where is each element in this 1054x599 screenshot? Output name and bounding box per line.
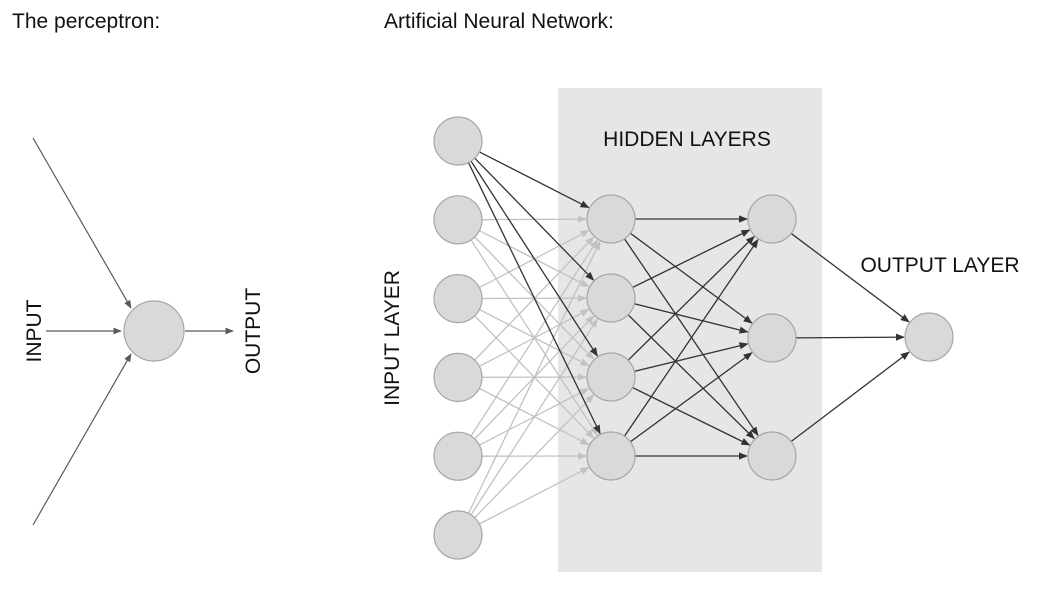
edge-l1-0-1 (629, 232, 753, 324)
edge-l0-5-2 (474, 394, 595, 519)
perceptron-edges (32, 137, 234, 526)
input-node-5 (433, 510, 483, 560)
edge-l0-5-1 (470, 318, 598, 516)
edge-l1-1-0 (632, 229, 751, 289)
edge-l2-2-0 (790, 351, 910, 443)
edge-l1-2-0 (627, 235, 755, 361)
edge-l0-0-0 (479, 151, 590, 209)
edge-l0-5-0 (467, 240, 601, 514)
perceptron-edge-top (32, 137, 132, 309)
perceptron-input-label: INPUT (23, 299, 46, 362)
output-node-0 (904, 312, 954, 362)
edge-l0-5-3 (479, 466, 590, 525)
input-node-0 (433, 116, 483, 166)
hidden1-node-1 (586, 273, 636, 323)
perceptron-output-label: OUTPUT (242, 288, 265, 375)
input-node-2 (433, 274, 483, 324)
ann-title: Artificial Neural Network: (384, 10, 614, 33)
hidden-layers-label: HIDDEN LAYERS (603, 128, 771, 151)
edge-l1-2-2 (632, 386, 751, 446)
input-layer-label: INPUT LAYER (381, 270, 404, 406)
hidden2-node-0 (747, 194, 797, 244)
input-node-3 (433, 352, 483, 402)
edge-l1-3-1 (629, 352, 753, 443)
hidden1-node-3 (586, 431, 636, 481)
edge-l1-3-0 (623, 238, 759, 437)
hidden1-node-2 (586, 352, 636, 402)
perceptron-edge-bottom (32, 353, 132, 526)
edge-l0-4-0 (470, 239, 598, 437)
perceptron-node (123, 300, 185, 362)
edge-l0-0-2 (470, 160, 598, 357)
edge-l0-0-3 (467, 162, 601, 435)
edge-l0-0-1 (474, 157, 595, 281)
network-nodes (123, 116, 954, 560)
hidden2-node-2 (747, 431, 797, 481)
hidden1-node-0 (586, 194, 636, 244)
edge-l2-0-0 (790, 232, 910, 323)
perceptron-title: The perceptron: (12, 10, 160, 33)
edge-l1-1-2 (627, 314, 755, 440)
network-edges (467, 151, 910, 525)
edge-l2-1-0 (795, 333, 905, 341)
hidden2-node-1 (747, 313, 797, 363)
input-node-4 (433, 431, 483, 481)
input-node-1 (433, 195, 483, 245)
edge-l1-1-1 (634, 303, 749, 334)
edge-l1-2-1 (634, 342, 749, 372)
output-layer-label: OUTPUT LAYER (860, 254, 1019, 277)
